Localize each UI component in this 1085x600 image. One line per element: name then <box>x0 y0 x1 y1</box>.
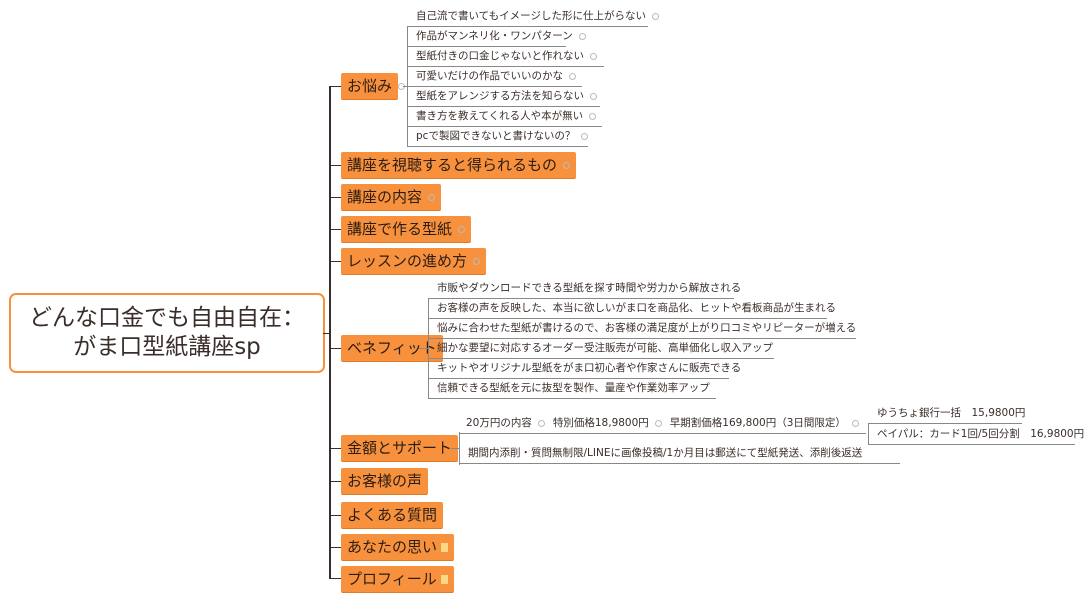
expand-icon[interactable] <box>590 92 597 100</box>
collapse-icon[interactable] <box>537 419 545 427</box>
payment-item[interactable]: ペイパル：カード1回/5回分割 16,9800円 <box>868 424 1084 445</box>
connector <box>330 515 341 516</box>
subtopic[interactable]: pcで製図できないと書けないの？ <box>407 126 589 147</box>
price-item: 20万円の内容 <box>466 417 532 429</box>
note-icon[interactable] <box>441 543 449 552</box>
topic-faq[interactable]: よくある質問 <box>341 502 444 528</box>
topic-lesson[interactable]: レッスンの進め方 <box>341 248 487 274</box>
topic-kingaku[interactable]: 金額とサポート <box>341 435 459 461</box>
subtopic[interactable]: 悩みに合わせた型紙が書けるので、お客様の満足度が上がり口コミやリピーターが増える <box>428 318 856 339</box>
collapse-icon[interactable] <box>654 419 662 427</box>
connector <box>330 448 341 449</box>
topic-omoi[interactable]: あなたの思い <box>341 534 455 560</box>
price-item: 早期割価格169,800円（3日間限定） <box>669 417 846 429</box>
connector <box>330 86 341 87</box>
price-item: 特別価格18,9800円 <box>552 417 649 429</box>
subtopic[interactable]: 市販やダウンロードできる型紙を探す時間や労力から解放される <box>428 278 741 299</box>
bracket <box>428 299 429 399</box>
bracket <box>868 424 869 444</box>
topic-label: プロフィール <box>347 570 437 588</box>
subtopic[interactable]: お客様の声を反映した、本当に欲しいがま口を商品化、ヒットや看板商品が生まれる <box>428 298 836 319</box>
subtopic[interactable]: 書き方を教えてくれる人や本が無い <box>407 106 602 127</box>
connector <box>330 165 341 166</box>
topic-label: 金額とサポート <box>347 439 453 457</box>
connector <box>330 261 341 262</box>
expand-icon[interactable] <box>589 112 597 120</box>
connector <box>451 448 460 449</box>
topic-naiyou[interactable]: 講座の内容 <box>341 184 442 210</box>
expand-icon[interactable] <box>473 258 481 265</box>
expand-icon[interactable] <box>428 194 436 201</box>
topic-label: レッスンの進め方 <box>347 252 468 270</box>
connector <box>330 481 341 482</box>
topic-label: お悩み <box>347 77 393 95</box>
expand-icon[interactable] <box>651 12 659 20</box>
connector <box>330 197 341 198</box>
subtopic[interactable]: 可愛いだけの作品でいいのかな <box>407 66 582 87</box>
connector <box>419 348 429 349</box>
topic-label: あなたの思い <box>347 538 438 556</box>
support-item[interactable]: 期間内添削・質問無制限/LINEに画像投稿/1か月目は郵送にて型紙発送、添削後返… <box>459 443 900 464</box>
connector <box>330 578 341 579</box>
bracket <box>459 432 460 465</box>
price-chain[interactable]: 20万円の内容 特別価格18,9800円 早期割価格169,800円（3日間限定） <box>459 413 866 434</box>
topic-label: ベネフィット <box>347 339 437 357</box>
expand-icon[interactable] <box>578 32 586 40</box>
topic-onayami[interactable]: お悩み <box>341 73 399 99</box>
topic-label: 講座で作る型紙 <box>347 220 453 238</box>
bracket <box>407 27 408 147</box>
root-title-line2: がま口型紙講座sp <box>73 334 261 360</box>
subtopic[interactable]: 型紙付きの口金じゃないと作れない <box>407 46 604 67</box>
topic-label: お客様の声 <box>347 472 423 490</box>
expand-icon[interactable] <box>458 226 466 233</box>
payment-item[interactable]: ゆうちょ銀行一括 15,9800円 <box>868 403 1025 424</box>
root-connector <box>323 333 330 334</box>
root-topic[interactable]: どんな口金でも自由自在： がま口型紙講座sp <box>9 293 325 373</box>
connector <box>403 86 408 87</box>
expand-icon[interactable] <box>581 132 589 140</box>
subtopic[interactable]: 作品がマンネリ化・ワンパターン <box>407 26 586 47</box>
collapse-icon[interactable] <box>851 419 859 427</box>
expand-icon[interactable] <box>569 72 576 80</box>
topic-label: 講座を視聴すると得られるもの <box>347 156 558 174</box>
note-icon[interactable] <box>440 575 448 584</box>
topic-koe[interactable]: お客様の声 <box>341 468 429 494</box>
topic-profile[interactable]: プロフィール <box>341 566 454 592</box>
topic-shichou[interactable]: 講座を視聴すると得られるもの <box>341 152 577 178</box>
root-title-line1: どんな口金でも自由自在： <box>29 305 305 331</box>
subtopic[interactable]: 自己流で書いてもイメージした形に仕上がらない <box>407 6 659 27</box>
topic-label: よくある質問 <box>347 506 438 524</box>
topic-label: 講座の内容 <box>347 188 423 206</box>
subtopic[interactable]: 細かな要望に対応するオーダー受注販売が可能、高単価化し収入アップ <box>428 338 774 359</box>
topic-katagami[interactable]: 講座で作る型紙 <box>341 216 472 242</box>
connector <box>330 348 341 349</box>
subtopic[interactable]: 型紙をアレンジする方法を知らない <box>407 86 600 107</box>
expand-icon[interactable] <box>563 162 571 169</box>
connector <box>330 547 341 548</box>
subtopic[interactable]: キットやオリジナル型紙をがま口初心者や作家さんに販売できる <box>428 358 741 379</box>
expand-icon[interactable] <box>590 52 597 60</box>
connector <box>330 229 341 230</box>
trunk-line <box>329 86 331 579</box>
subtopic[interactable]: 信頼できる型紙を元に抜型を製作、量産や作業効率アップ <box>428 378 716 399</box>
